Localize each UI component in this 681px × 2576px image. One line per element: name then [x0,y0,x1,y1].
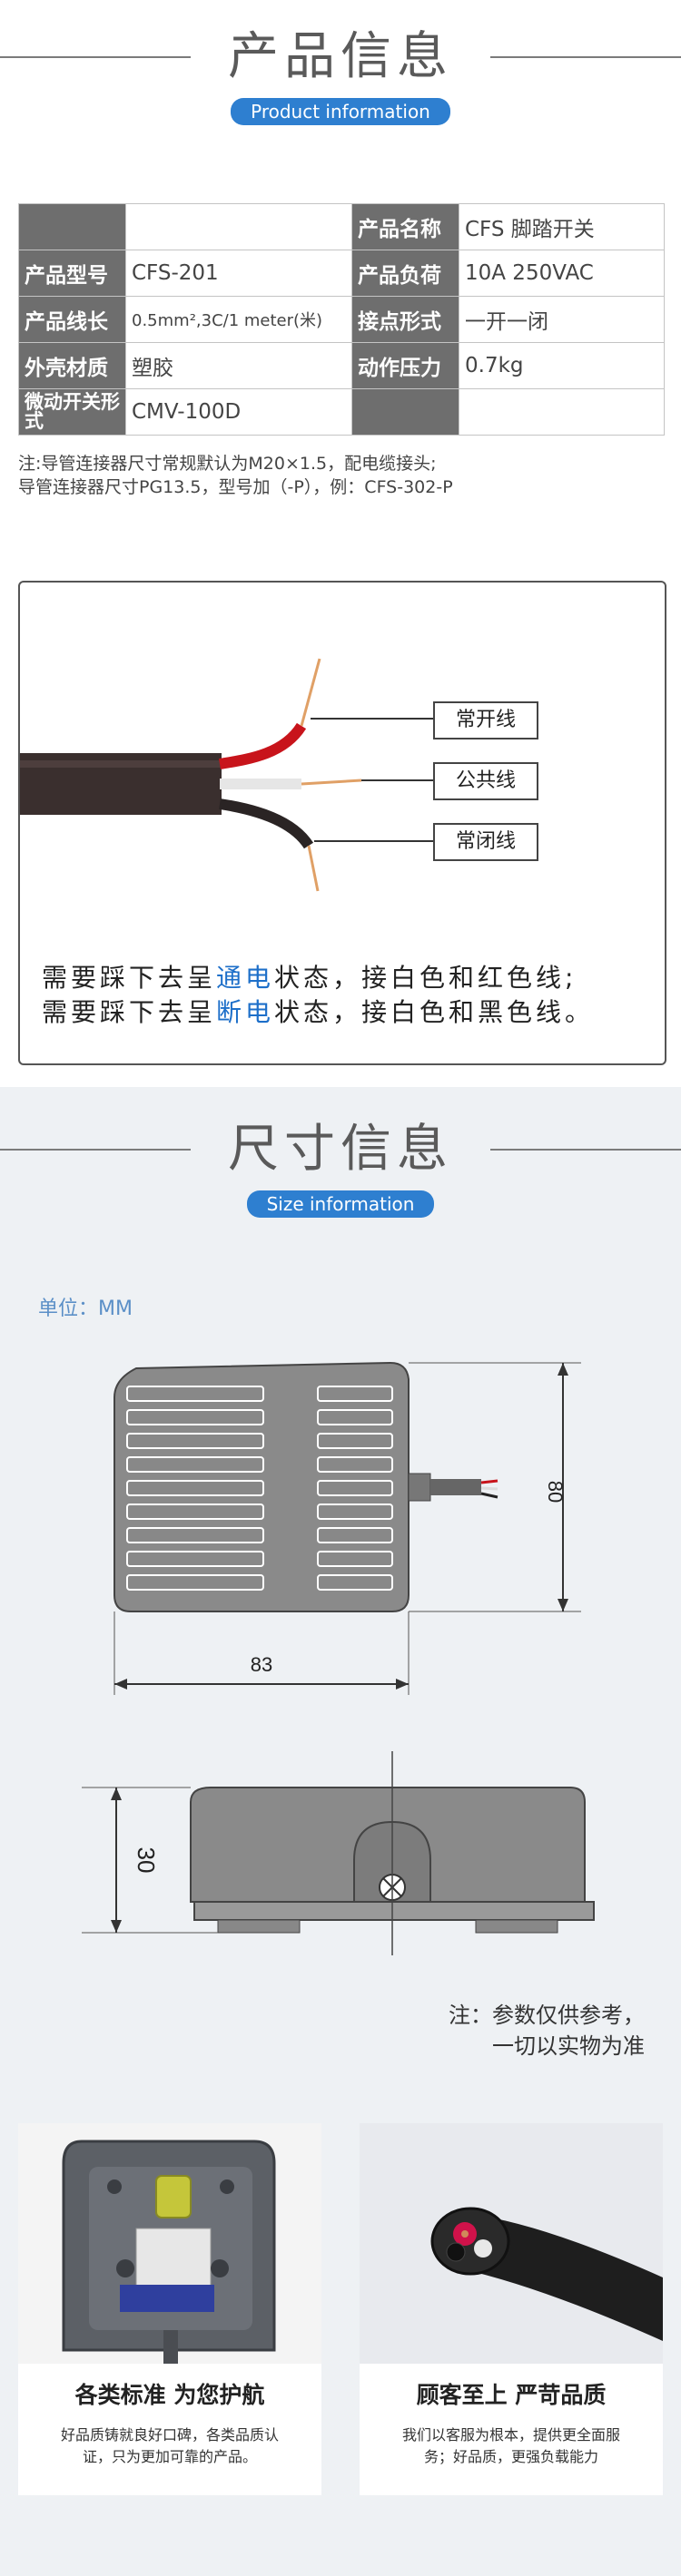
label-normally-open: 常开线 [433,701,538,739]
wire-tip [480,1492,498,1499]
spec-key [351,388,459,436]
wire-tip [480,1479,498,1484]
vent-slots-left [126,1386,264,1591]
card-title: 顾客至上 严苛品质 [416,2382,607,2408]
section-title: 尺寸信息 [228,1120,453,1179]
spec-value [125,203,352,250]
switch-interior-photo [18,2123,321,2364]
spec-key: 产品型号 [18,250,126,297]
spec-key: 产品线长 [18,296,126,343]
header-rule-right [490,1149,681,1151]
spec-table: 产品名称 CFS 脚踏开关 产品型号 CFS-201 产品负荷 10A 250V… [18,203,665,436]
size-note-line: 一切以实物为准 [492,2033,645,2059]
wiring-desc-on: 需要踩下去呈通电状态，接白色和红色线; [42,958,577,994]
white-wire-core [301,779,362,786]
top-view-drawing: 80 83 [114,1361,581,1695]
desc-text: 需要踩下去呈 [42,997,217,1027]
section-subtitle-pill: Size information [246,1190,435,1218]
desc-text: 状态，接白色和黑色线。 [274,997,595,1027]
header-rule-left [0,1149,191,1151]
cable-illustration [20,658,433,892]
spec-value: 0.7kg [459,342,665,389]
spec-value: 0.5mm²,3C/1 meter(米) [125,296,352,343]
red-wire-core [300,658,321,727]
table-row: 产品名称 CFS 脚踏开关 [18,203,665,250]
dim-arrow [111,1788,122,1800]
feature-card: 各类标准 为您护航 好品质铸就良好口碑，各类品质认证，只为更加可靠的产品。 [18,2123,321,2495]
spec-value: CMV-100D [125,388,352,436]
table-row: 产品型号 CFS-201 产品负荷 10A 250VAC [18,250,665,297]
cable-end-photo [360,2123,663,2364]
unit-label: 单位：MM [38,1298,133,1320]
spec-key: 接点形式 [351,296,459,343]
spec-key: 产品负荷 [351,250,459,297]
dim-width-label: 83 [251,1653,272,1676]
spec-value [459,388,665,436]
card-description: 我们以客服为根本，提供更全面服务；好品质，更强负载能力 [401,2426,620,2465]
size-note-line: 注：参数仅供参考， [449,2003,645,2028]
dim-arrow [558,1599,568,1611]
table-row: 微动开关形式 CMV-100D [18,388,665,436]
card-description: 好品质铸就良好口碑，各类品质认证，只为更加可靠的产品。 [60,2426,279,2465]
cable-gland [408,1473,431,1502]
pedal-base [193,1901,595,1921]
spec-value: CFS 脚踏开关 [459,203,665,250]
black-wire [219,798,314,849]
spec-key: 动作压力 [351,342,459,389]
black-wire-core [307,845,320,892]
dim-arrow [111,1920,122,1933]
wire-tip [480,1486,498,1491]
dim-arrow [558,1363,568,1376]
dim-depth-label: 30 [133,1847,160,1874]
spec-note-line: 注:导管连接器尺寸常规默认为M20×1.5，配电缆接头; [18,454,437,474]
wiring-desc-off: 需要踩下去呈断电状态，接白色和黑色线。 [42,993,594,1029]
product-info-header: 产品信息 Product information [0,25,681,125]
desc-highlight: 通电 [216,963,275,993]
size-note: 注：参数仅供参考， 一切以实物为准 [449,2000,645,2062]
spec-key [18,203,126,250]
dim-arrow [396,1679,409,1690]
section-title: 产品信息 [228,27,453,86]
section-subtitle-pill: Product information [231,98,450,125]
spec-key: 微动开关形式 [18,388,126,436]
cable-stub [430,1479,481,1495]
side-view-drawing: 30 [82,1751,595,1955]
desc-text: 状态，接白色和红色线; [274,963,577,993]
spec-note-line: 导管连接器尺寸PG13.5，型号加（-P），例：CFS-302-P [18,477,453,497]
label-common: 公共线 [433,762,538,800]
spec-value: 10A 250VAC [459,250,665,297]
table-row: 外壳材质 塑胶 动作压力 0.7kg [18,342,665,389]
label-normally-closed: 常闭线 [433,823,538,861]
vent-slots-right [317,1386,393,1591]
table-row: 产品线长 0.5mm²,3C/1 meter(米) 接点形式 一开一闭 [18,296,665,343]
spec-value: 一开一闭 [459,296,665,343]
dim-height-label: 80 [544,1481,567,1503]
size-info-header: 尺寸信息 Size information [0,1118,681,1218]
wiring-diagram: 常开线 公共线 常闭线 需要踩下去呈通电状态，接白色和红色线; 需要踩下去呈断电… [18,581,666,1065]
card-title: 各类标准 为您护航 [74,2382,265,2408]
red-wire [219,722,307,769]
header-rule-left [0,56,191,58]
spec-key: 产品名称 [351,203,459,250]
pedal-foot [475,1919,558,1934]
dim-arrow [114,1679,127,1690]
spec-value: 塑胶 [125,342,352,389]
header-rule-right [490,56,681,58]
spec-value: CFS-201 [125,250,352,297]
spec-note: 注:导管连接器尺寸常规默认为M20×1.5，配电缆接头; 导管连接器尺寸PG13… [18,452,453,499]
pedal-foot [217,1919,301,1934]
desc-highlight: 断电 [216,997,275,1027]
feature-card: 顾客至上 严苛品质 我们以客服为根本，提供更全面服务；好品质，更强负载能力 [360,2123,663,2495]
spec-key: 外壳材质 [18,342,126,389]
desc-text: 需要踩下去呈 [42,963,217,993]
cable-highlight [20,760,222,768]
